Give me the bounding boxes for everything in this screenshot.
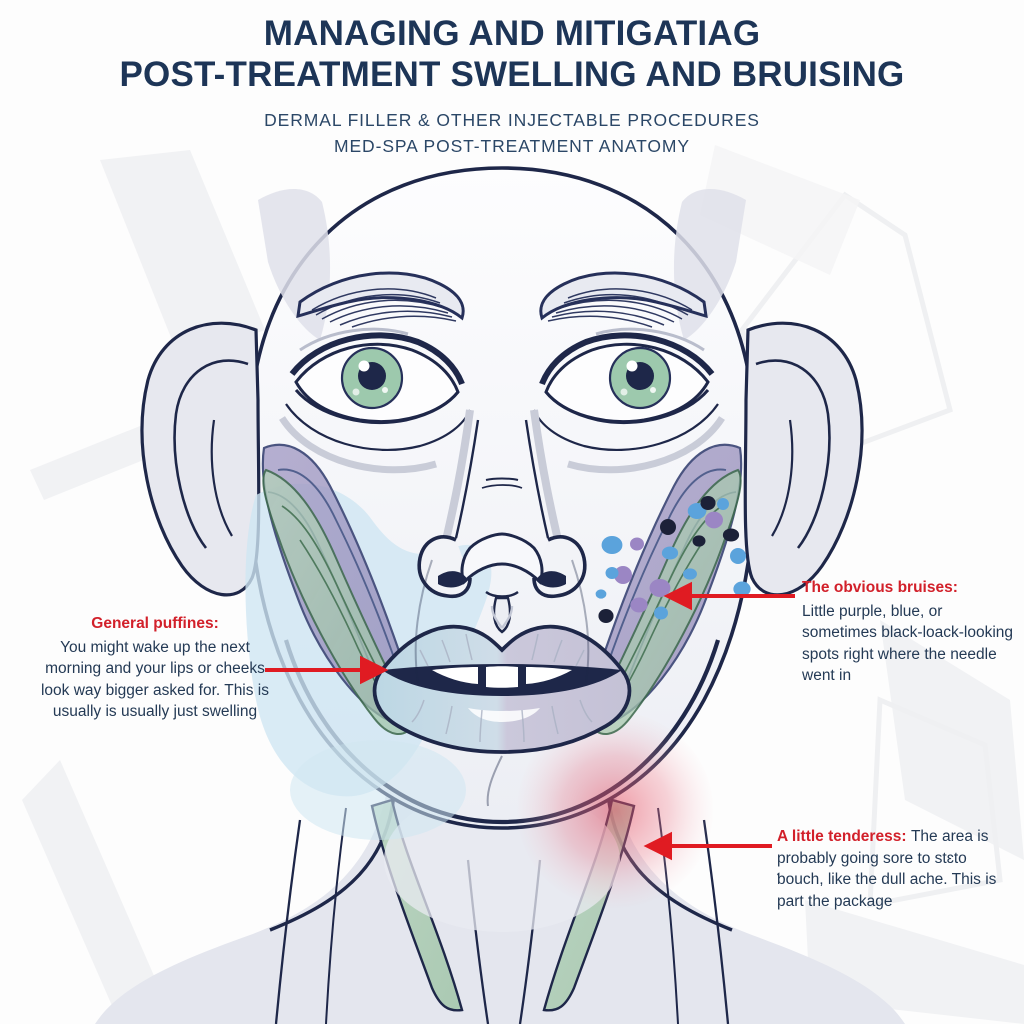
callout-heading-bruises: The obvious bruises: <box>802 579 958 596</box>
lips <box>372 605 632 754</box>
title-line-2: POST-TREATMENT SWELLING AND BRUISING <box>119 54 905 94</box>
callout-heading-tenderness: A little tenderess: <box>777 828 907 845</box>
bruise-spot <box>730 548 746 564</box>
bruise-spot <box>660 519 676 535</box>
bruise-spot <box>722 528 740 542</box>
poster-subtitle: DERMAL FILLER & OTHER INJECTABLE PROCEDU… <box>0 108 1024 159</box>
callout-heading-puffiness: General puffines: <box>91 615 219 632</box>
bruise-spot <box>601 536 623 554</box>
bruise-spot <box>683 568 697 580</box>
title-line-1: MANAGING AND MITIGATIAG <box>263 14 761 53</box>
bruise-spot <box>598 609 614 623</box>
bruise-spot <box>605 567 619 579</box>
bruise-spot <box>733 581 751 597</box>
callout-general-puffiness: General puffines: You might wake up the … <box>36 614 274 723</box>
nose <box>417 409 587 634</box>
bruise-spot <box>692 535 706 547</box>
left-eye <box>279 327 472 474</box>
subtitle-line-2: MED-SPA POST-TREATMENT ANATOMY <box>334 135 690 156</box>
bruise-spot <box>700 496 716 510</box>
bruise-spot <box>630 537 644 551</box>
bruise-spot <box>687 503 707 519</box>
subtitle-line-1: DERMAL FILLER & OTHER INJECTABLE PROCEDU… <box>264 110 760 131</box>
right-eye <box>532 327 725 474</box>
bruise-spot <box>630 597 648 613</box>
callout-body-bruises: Little purple, blue, or sometimes black-… <box>802 602 1014 685</box>
teeth <box>432 666 572 688</box>
poster-header: MANAGING AND MITIGATIAG POST-TREATMENT S… <box>0 14 1024 159</box>
bruise-spot <box>717 498 729 510</box>
callout-little-tenderness: A little tenderess: The area is probably… <box>777 826 1009 912</box>
bruise-spot <box>654 606 668 620</box>
bruise-spot <box>661 546 679 560</box>
bruise-spot <box>595 589 607 599</box>
bruise-spot <box>705 511 723 529</box>
face-contour-lines <box>414 559 590 807</box>
bruise-spot <box>649 579 671 597</box>
bruise-spot <box>614 566 632 584</box>
callout-obvious-bruises: The obvious bruises: Little purple, blue… <box>802 578 1014 687</box>
eyes <box>279 327 725 474</box>
eyebrows <box>296 271 708 328</box>
callout-body-puffiness: You might wake up the next morning and y… <box>40 638 270 721</box>
bruise-spot-cluster <box>595 496 751 623</box>
